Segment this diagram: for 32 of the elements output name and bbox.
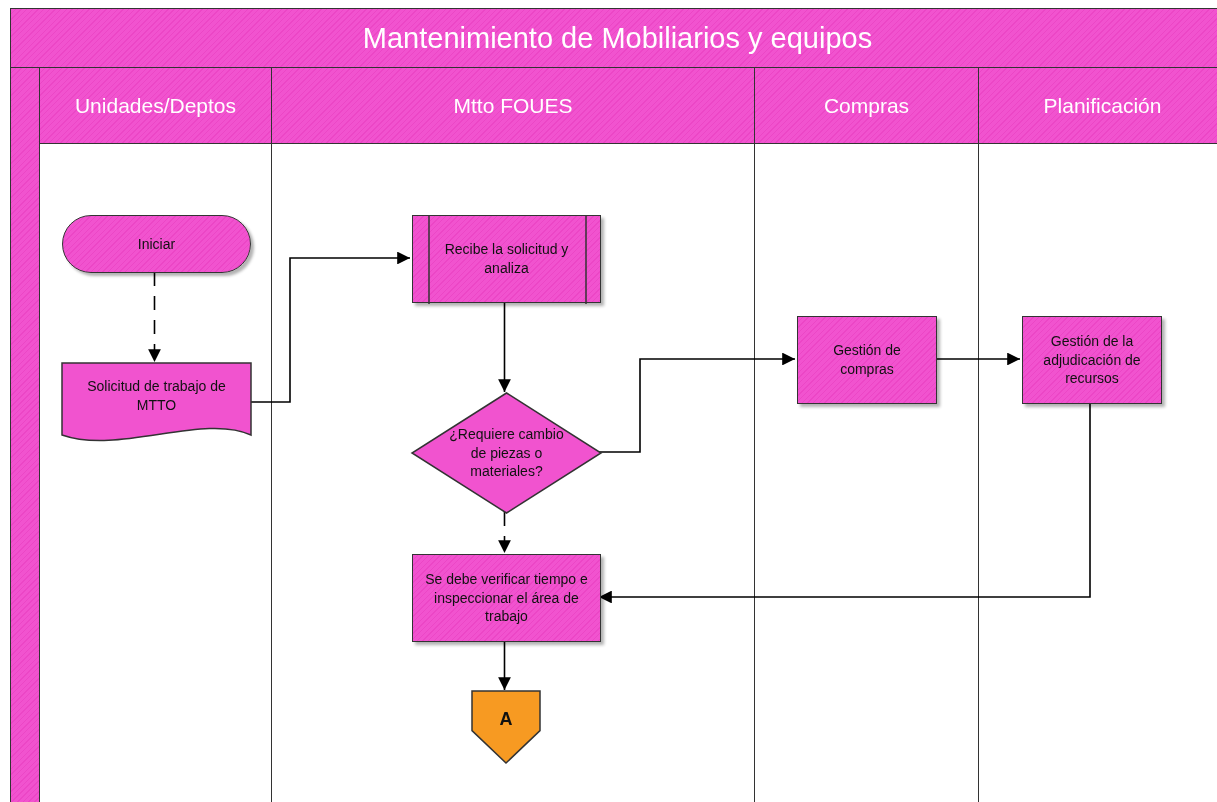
swimlane [978, 68, 1217, 802]
process-box [1022, 316, 1162, 404]
node-label: Solicitud de trabajo de MTTO [86, 377, 227, 415]
lane-header: Compras [755, 68, 978, 144]
lane-header: Planificación [979, 68, 1217, 144]
node-label: Se debe verificar tiempo e inspeccionar el área de trabajo [424, 569, 589, 627]
arrow [598, 402, 1091, 604]
swimlane-pool [10, 8, 1217, 802]
process-box [797, 316, 937, 404]
pool-title: Mantenimiento de Mobiliarios y equipos [11, 9, 1217, 68]
process-box [412, 554, 601, 642]
subprocess-box [412, 215, 601, 303]
lane-header: Mtto FOUES [272, 68, 754, 144]
arrow [498, 640, 511, 691]
decision-diamond [412, 393, 601, 513]
arrow [148, 271, 161, 363]
start-terminator [62, 215, 251, 273]
node-label: Recibe la solicitud y analiza [443, 240, 570, 278]
arrow [498, 301, 511, 393]
connector-label: A [499, 707, 513, 731]
swimlane [271, 68, 754, 802]
node-label: Iniciar [137, 234, 176, 254]
lane-header: Unidades/Deptos [40, 68, 271, 144]
node-label: ¿Requiere cambio de piezas o materiales? [448, 424, 565, 482]
arrow [598, 352, 796, 453]
offpage-connector [472, 691, 540, 763]
node-label: Gestión de la adjudicación de recursos [1042, 331, 1142, 389]
node-label: Gestión de compras [832, 341, 902, 379]
arrow [498, 511, 511, 554]
arrow [934, 352, 1021, 366]
document-shape [62, 363, 251, 443]
swimlane [754, 68, 978, 802]
